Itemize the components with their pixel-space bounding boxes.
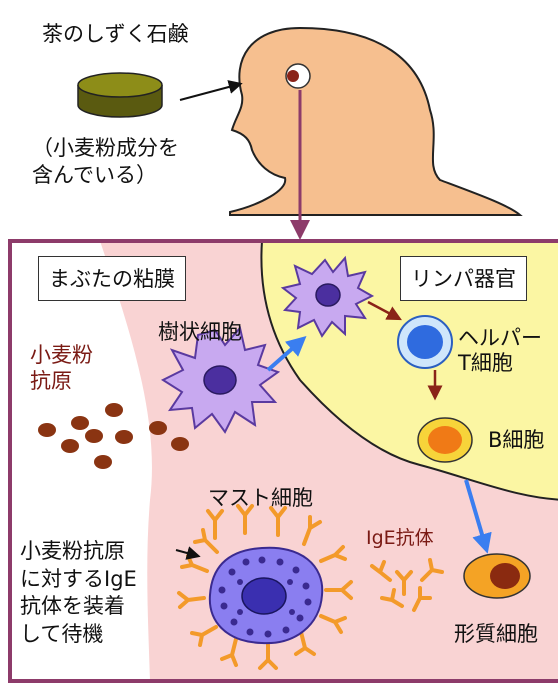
b-cell-label: B細胞	[488, 428, 544, 452]
lymph-label: リンパ器官	[400, 256, 527, 301]
mast-note: 小麦粉抗原 に対するIgE 抗体を装着 して待機	[20, 538, 137, 649]
mast-label: マスト細胞	[208, 486, 313, 510]
b-cell-icon	[418, 418, 472, 462]
head-silhouette	[230, 28, 520, 215]
soap-to-eye-arrow	[180, 84, 240, 100]
soap-icon	[78, 73, 162, 117]
helper-label: ヘルパー T細胞	[458, 326, 542, 376]
dendritic-label: 樹状細胞	[158, 320, 242, 344]
helper-t-cell-icon	[398, 316, 452, 368]
soap-note: （小麦粉成分を 含んでいる）	[32, 135, 179, 189]
plasma-cell-icon	[464, 554, 530, 598]
mucosa-label: まぶたの粘膜	[38, 256, 186, 301]
soap-label: 茶のしずく石鹸	[42, 22, 189, 46]
plasma-label: 形質細胞	[454, 622, 538, 646]
ige-label: IgE抗体	[366, 528, 434, 550]
antigen-label: 小麦粉 抗原	[30, 342, 93, 395]
